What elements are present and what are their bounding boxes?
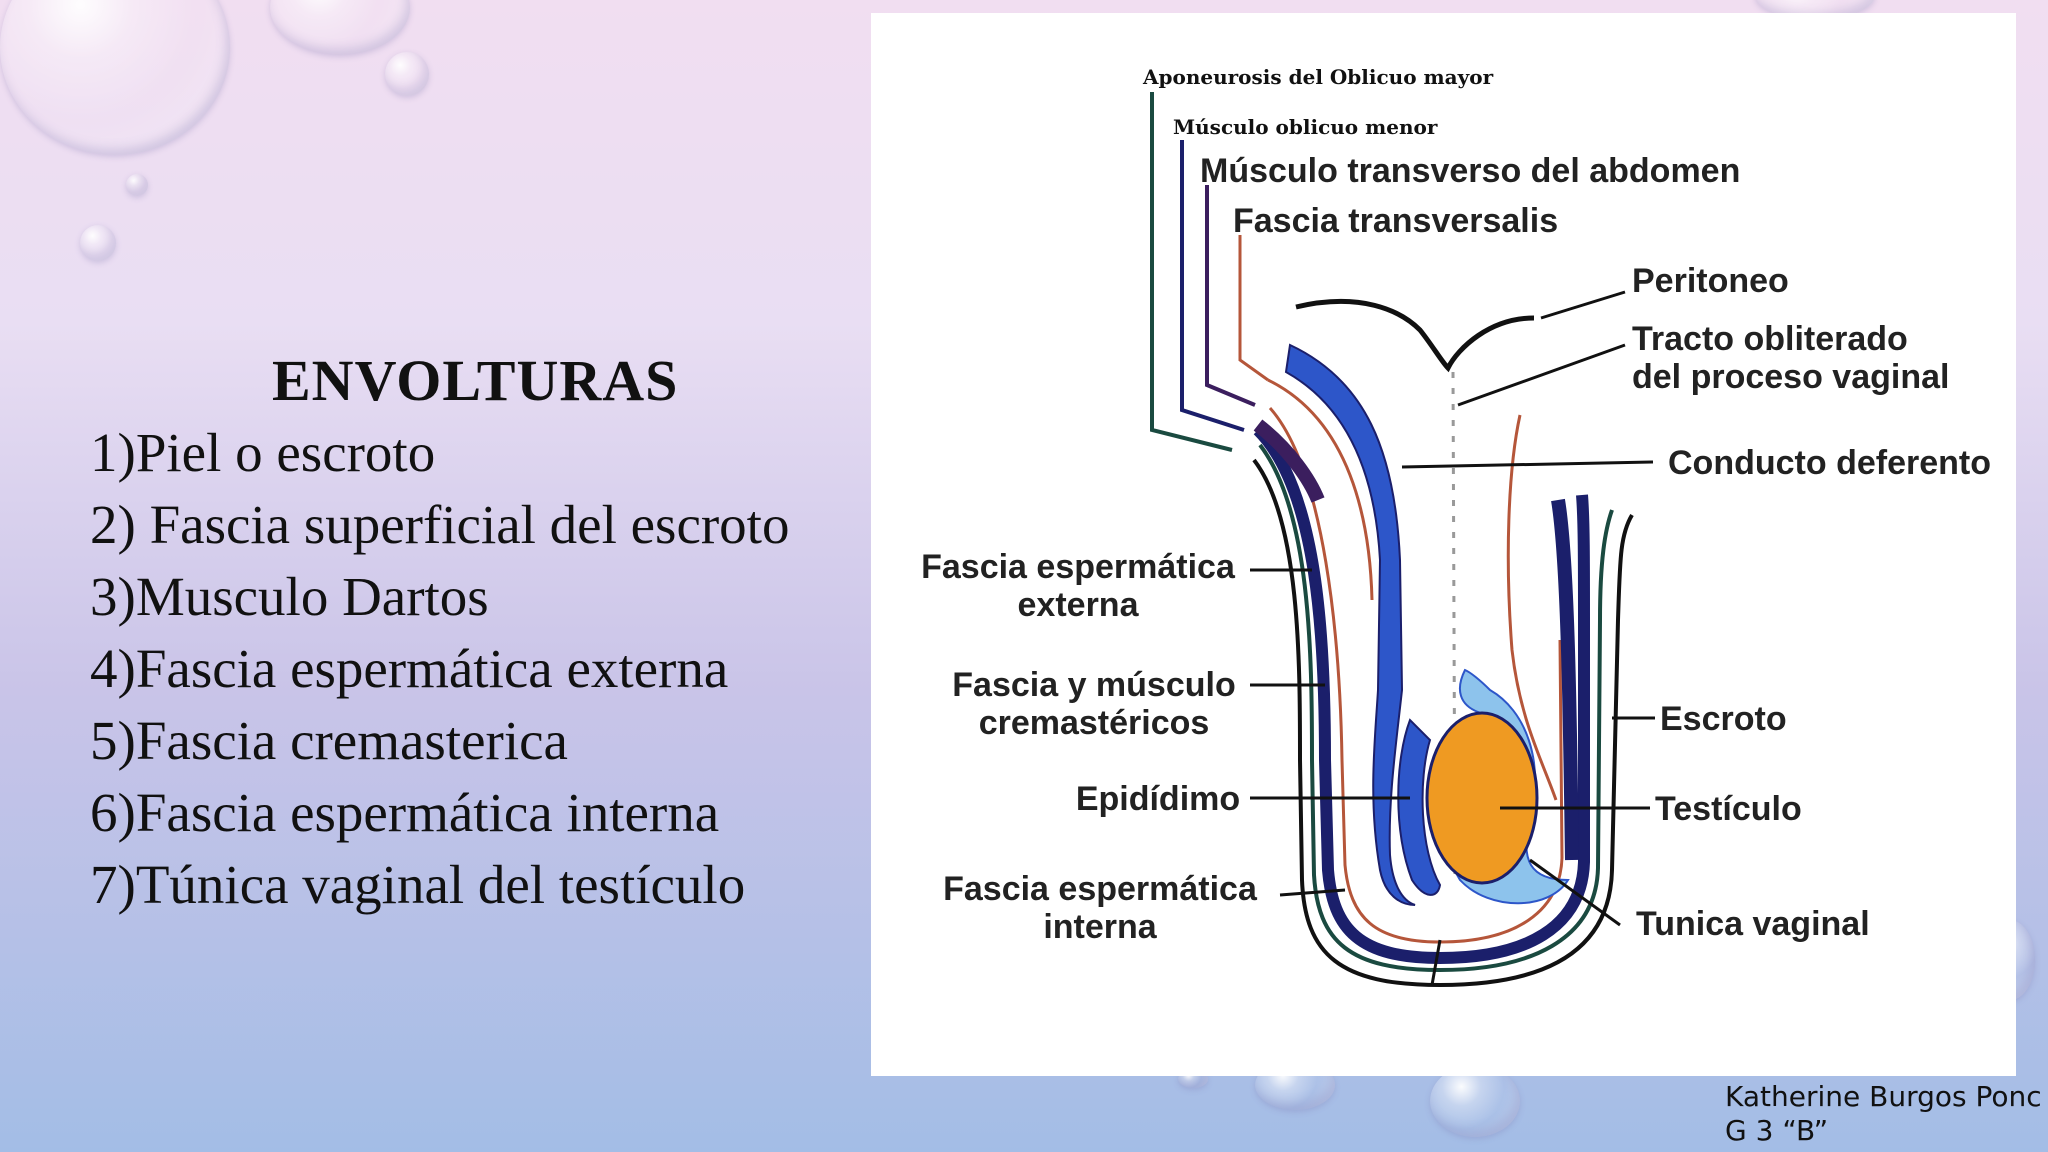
label-aponeurosis: Aponeurosis del Oblicuo mayor bbox=[1142, 65, 1494, 89]
bottom-leader bbox=[1430, 939, 1442, 986]
transversalis-leader bbox=[1238, 235, 1269, 382]
label-conducto: Conducto deferento bbox=[1668, 444, 1991, 482]
tracto-leader bbox=[1457, 343, 1626, 407]
bubble-decoration bbox=[270, 0, 410, 55]
transverso-leader bbox=[1205, 185, 1256, 407]
list-item: 4)Fascia espermática externa bbox=[90, 638, 729, 699]
list-item: 6)Fascia espermática interna bbox=[90, 782, 720, 843]
label-cremaster-2: cremastéricos bbox=[979, 704, 1210, 742]
label-fascia-externa-2: externa bbox=[1018, 586, 1140, 624]
slide-heading: ENVOLTURAS bbox=[272, 348, 679, 413]
fascia-interna-leader bbox=[1279, 888, 1346, 897]
list-item: 2) Fascia superficial del escroto bbox=[90, 494, 790, 555]
label-tracto-2: del proceso vaginal bbox=[1632, 358, 1949, 396]
author-credit: Katherine Burgos Ponc G 3 “B” bbox=[1725, 1080, 2042, 1148]
label-peritoneo: Peritoneo bbox=[1632, 262, 1789, 300]
epididymis-shape bbox=[1397, 718, 1442, 896]
testicle-shape bbox=[1425, 711, 1539, 885]
list-item: 7)Túnica vaginal del testículo bbox=[90, 854, 746, 915]
bubble-decoration bbox=[385, 52, 429, 96]
label-escroto: Escroto bbox=[1660, 700, 1787, 738]
label-fascia-interna-2: interna bbox=[1043, 908, 1157, 946]
credit-name: Katherine Burgos Ponc bbox=[1725, 1080, 2042, 1113]
label-cremaster-1: Fascia y músculo bbox=[952, 666, 1235, 704]
oblicuo-leader bbox=[1180, 140, 1245, 432]
label-fascia-transversalis: Fascia transversalis bbox=[1233, 202, 1558, 240]
purple-layer bbox=[1253, 419, 1325, 503]
bubble-decoration bbox=[0, 0, 230, 155]
peritoneo-leader bbox=[1540, 290, 1626, 320]
anatomy-diagram: Aponeurosis del Oblicuo mayor Músculo ob… bbox=[871, 13, 2016, 1076]
bubble-decoration bbox=[1430, 1065, 1520, 1137]
list-item: 1)Piel o escroto bbox=[90, 422, 436, 483]
credit-group: G 3 “B” bbox=[1725, 1114, 1829, 1147]
conducto-leader bbox=[1401, 460, 1654, 469]
vas-deferens-column bbox=[1284, 343, 1416, 906]
bubble-decoration bbox=[80, 225, 116, 261]
scrotum-outer bbox=[1252, 458, 1634, 988]
bubble-decoration bbox=[126, 174, 148, 196]
aponeurosis-leader bbox=[1150, 92, 1233, 452]
list-item: 5)Fascia cremasterica bbox=[90, 710, 568, 771]
label-epididimo: Epidídimo bbox=[1076, 780, 1240, 818]
peritoneum-line bbox=[1295, 298, 1535, 373]
label-tunica: Tunica vaginal bbox=[1636, 905, 1870, 943]
text-panel: ENVOLTURAS 1)Piel o escroto 2) Fascia su… bbox=[90, 345, 870, 921]
right-layer-bar bbox=[1551, 498, 1579, 861]
label-oblicuo-menor: Músculo oblicuo menor bbox=[1173, 115, 1438, 139]
tunica-leader bbox=[1529, 858, 1621, 927]
label-testiculo: Testículo bbox=[1655, 790, 1802, 828]
internal-fascia bbox=[1268, 407, 1564, 944]
label-fascia-externa-1: Fascia espermática bbox=[921, 548, 1236, 586]
cremaster-layer bbox=[1253, 425, 1590, 965]
brown-right-line bbox=[1506, 414, 1558, 801]
obliterated-tract bbox=[1451, 371, 1457, 881]
label-tracto-1: Tracto obliterado bbox=[1632, 320, 1908, 358]
label-fascia-interna-1: Fascia espermática bbox=[943, 870, 1258, 908]
external-fascia bbox=[1258, 443, 1614, 973]
brown-inner-line bbox=[1267, 378, 1374, 601]
list-item: 3)Musculo Dartos bbox=[90, 566, 489, 627]
label-transverso: Músculo transverso del abdomen bbox=[1200, 152, 1740, 190]
